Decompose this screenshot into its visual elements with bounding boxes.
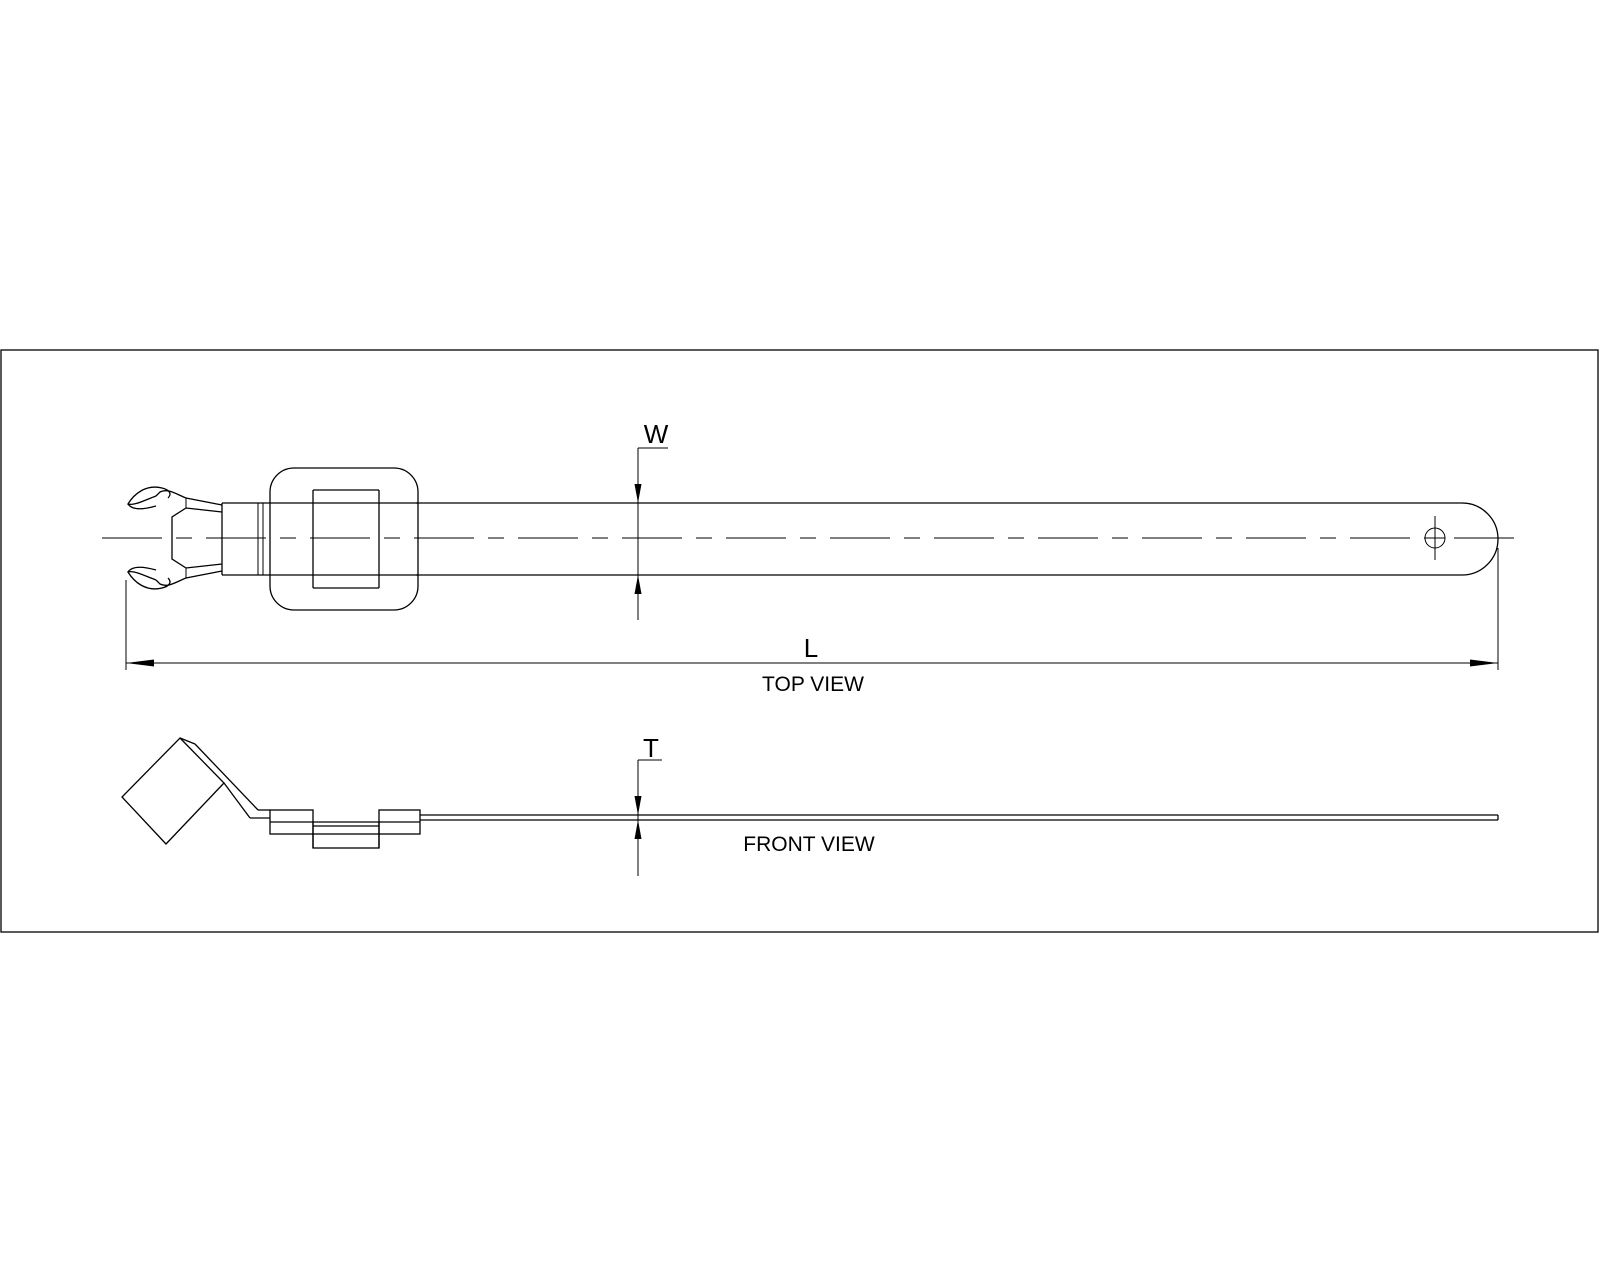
width-dimension — [634, 447, 668, 620]
front-strap — [420, 814, 1499, 821]
end-hole — [1424, 516, 1446, 560]
buckle-neck — [221, 502, 270, 576]
front-view-label: FRONT VIEW — [743, 833, 875, 856]
buckle-inner — [270, 489, 418, 589]
front-view: T FRONT VIEW — [121, 733, 1499, 876]
thickness-label: T — [643, 733, 659, 763]
front-bent-tab — [121, 737, 270, 845]
front-buckle — [269, 809, 421, 849]
length-label: L — [804, 633, 818, 663]
length-dimension — [125, 548, 1499, 670]
strap-fork — [127, 486, 223, 590]
top-view: W L TOP VIEW — [102, 419, 1520, 696]
thickness-dimension — [634, 759, 662, 876]
buckle-outer — [269, 467, 419, 611]
top-view-label: TOP VIEW — [762, 673, 864, 696]
width-label: W — [644, 419, 669, 449]
strap-body — [416, 502, 1499, 576]
drawing-frame — [0, 349, 1599, 933]
